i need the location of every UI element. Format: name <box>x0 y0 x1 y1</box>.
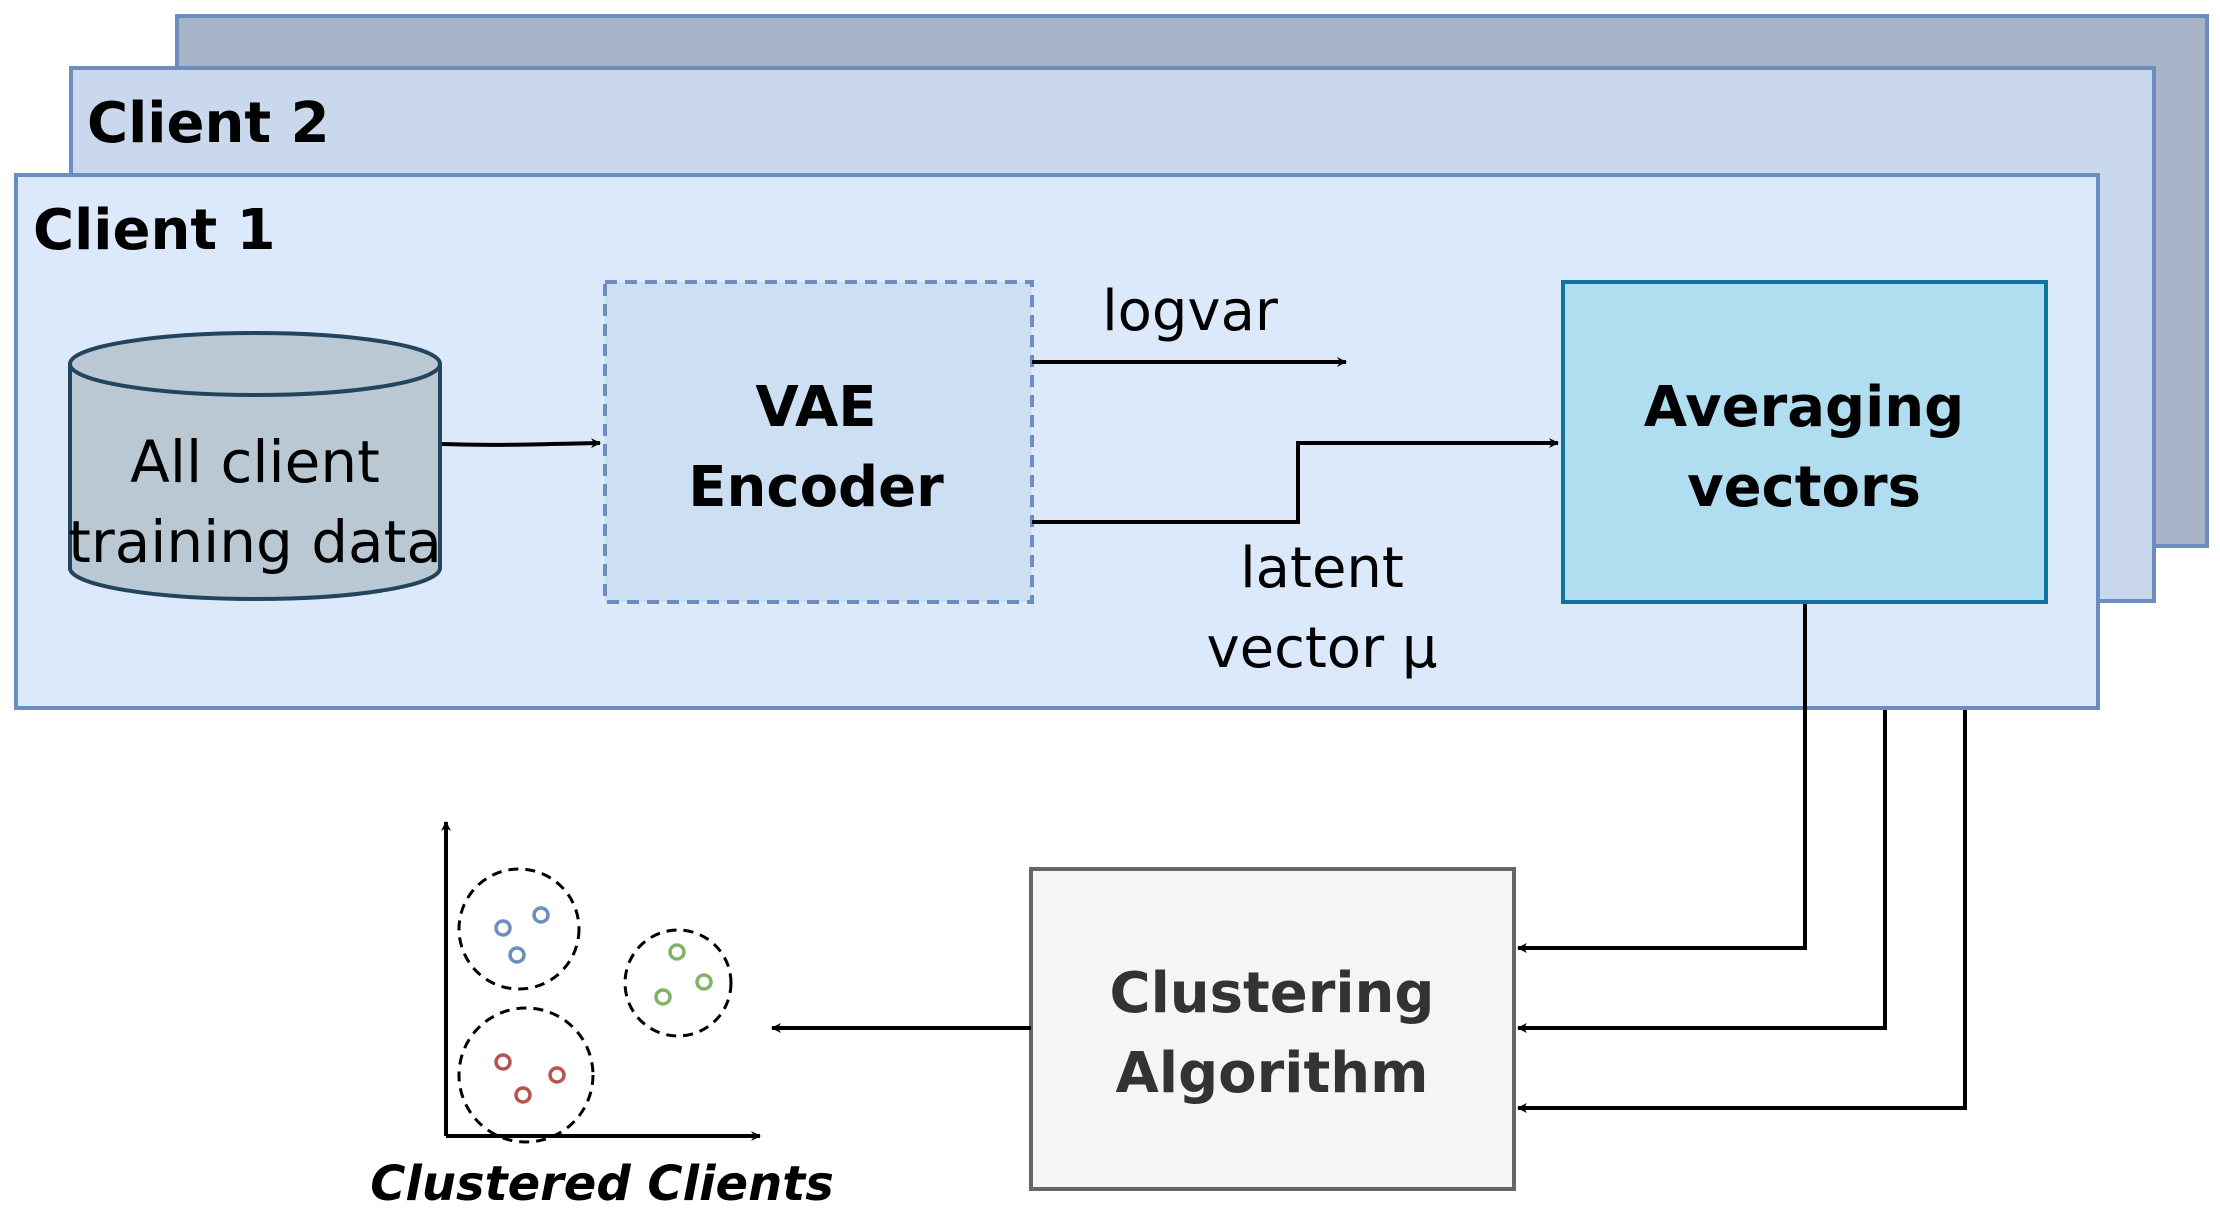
vae-encoder-box <box>603 280 1034 604</box>
clustering-label-line2: Algorithm <box>1116 1041 1429 1106</box>
cluster-point-red <box>514 1086 532 1104</box>
client-2-label: Client 2 <box>87 91 330 156</box>
cluster-blue <box>457 867 581 991</box>
logvar-label: logvar <box>1102 279 1279 344</box>
cluster-point-green <box>668 943 686 961</box>
clustered-clients-caption: Clustered Clients <box>370 1156 834 1212</box>
cluster-point-green <box>654 988 672 1006</box>
client-2-to-clustering-arrow <box>1517 710 1887 1033</box>
cluster-point-blue <box>532 906 550 924</box>
data-to-encoder-arrow <box>441 438 601 449</box>
cylinder-label-line2: training data <box>68 508 442 576</box>
latent-vector-arrow <box>1032 438 1559 524</box>
cluster-point-blue <box>508 946 526 964</box>
cluster-point-red <box>494 1053 512 1071</box>
encoder-label-line2: Encoder <box>688 455 944 520</box>
cluster-green <box>623 928 733 1038</box>
clustering-label-line1: Clustering <box>1109 961 1434 1026</box>
cylinder-label-line1: All client <box>130 428 380 496</box>
cluster-point-blue <box>494 919 512 937</box>
client-3-to-clustering-arrow <box>1517 710 1967 1113</box>
averaging-vectors-box <box>1561 280 2048 604</box>
latent-label-line2: vector μ <box>1206 616 1437 681</box>
cluster-red <box>457 1006 595 1144</box>
cluster-point-red <box>548 1066 566 1084</box>
clustering-algorithm-box <box>1029 867 1516 1191</box>
cluster-point-green <box>695 973 713 991</box>
client-1-label: Client 1 <box>33 198 276 263</box>
latent-label-line1: latent <box>1240 536 1404 601</box>
encoder-label-line1: VAE <box>755 375 876 440</box>
averaging-label-line2: vectors <box>1687 455 1921 520</box>
averaging-label-line1: Averaging <box>1644 375 1964 440</box>
training-data-cylinder: All client training data <box>68 331 442 601</box>
clustered-clients-plot <box>441 821 761 1144</box>
client-1-to-clustering-arrow <box>1517 604 1807 953</box>
